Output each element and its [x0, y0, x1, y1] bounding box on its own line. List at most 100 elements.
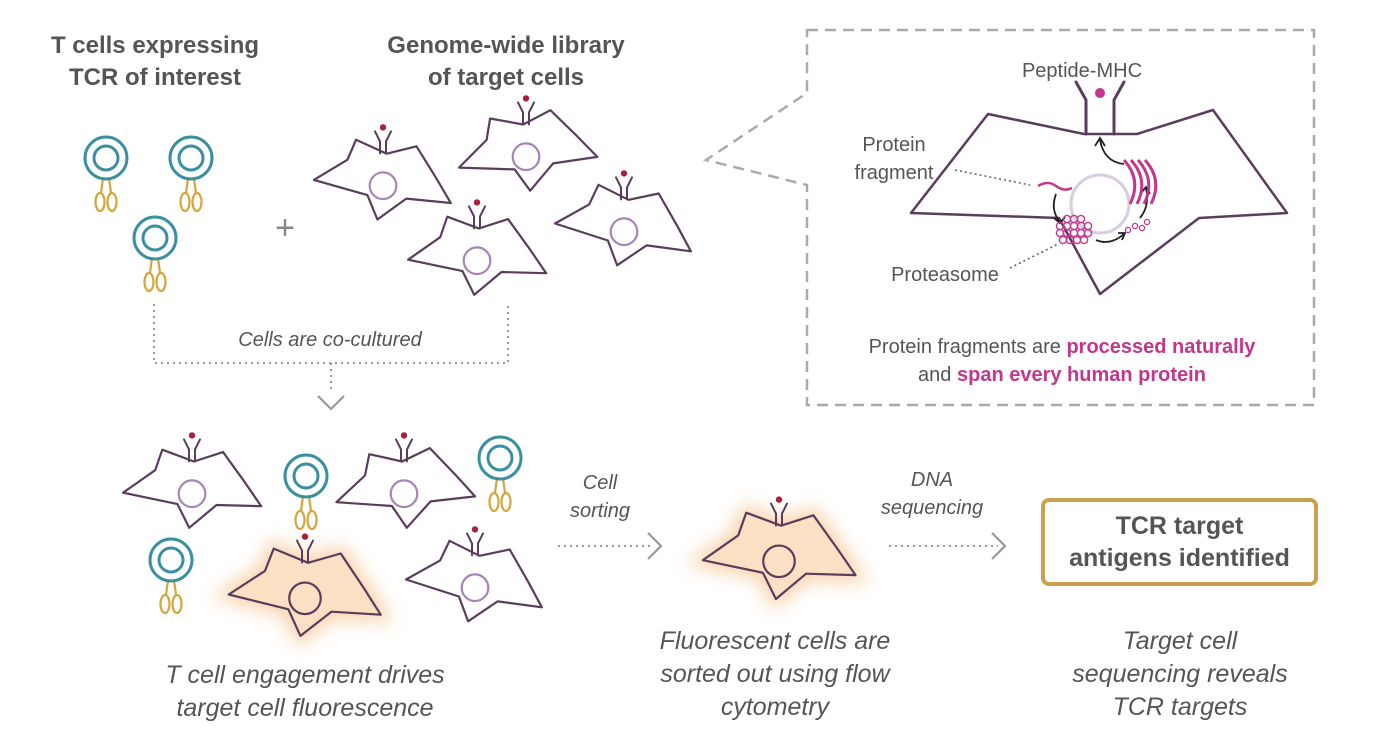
process-arrowhead [1118, 232, 1127, 241]
protein-fragment-line2: fragment [854, 162, 934, 184]
tcell [132, 215, 178, 293]
tcr-left [159, 593, 171, 615]
fluorescent-target-cell [211, 533, 394, 647]
peptide-dot [301, 533, 309, 540]
peptide-fragment [1138, 224, 1146, 232]
tcell-outer-ring [83, 135, 129, 181]
tcell [283, 453, 329, 531]
mhc-receptor [615, 176, 633, 201]
nucleus [368, 171, 398, 201]
sequencing-caption-line3: TCR targets [1112, 693, 1248, 721]
mhc-receptor [395, 438, 413, 463]
result-box-line1: TCR target [1115, 512, 1244, 540]
library-heading-line1: Genome-wide library [387, 32, 625, 59]
tcells-heading-line2: TCR of interest [68, 64, 241, 91]
sequencing-caption-line2: sequencing reveals [1072, 660, 1288, 688]
cell-sorting-arrowhead [647, 532, 663, 560]
cell-body [407, 215, 548, 296]
target-cell [312, 124, 452, 221]
inset-caption-line2: and span every human protein [812, 361, 1312, 389]
target-cell [122, 432, 263, 529]
tcr-right [191, 191, 203, 213]
result-box: TCR target antigens identified [1041, 498, 1318, 586]
proteasome-subunit [1058, 235, 1068, 245]
nucleus [462, 246, 492, 276]
peptide-dot [620, 170, 628, 177]
sorted-caption: Fluorescent cells are sorted out using f… [620, 625, 930, 724]
cell-body [335, 447, 477, 529]
cell-body [909, 108, 1289, 296]
tcell-inner-ring [177, 144, 205, 172]
mhc-receptor [517, 101, 535, 126]
tcell-inner-ring [486, 444, 514, 472]
tcells-heading-line1: T cells expressing [50, 32, 260, 59]
tcr-left [94, 191, 106, 213]
process-arrow [1052, 193, 1061, 223]
dna-sequencing-label: DNA sequencing [862, 466, 1002, 522]
inset-caption-line2-highlight: span every human protein [956, 364, 1206, 386]
mhc-receptor [183, 438, 201, 463]
target-cell [404, 526, 543, 623]
tcell-outer-ring [132, 215, 178, 261]
tcr-stem-right [172, 579, 178, 596]
tcell-outer-ring [283, 453, 329, 499]
proteasome-label: Proteasome [891, 264, 999, 286]
sorted-fluorescent-cell [685, 496, 870, 611]
proteasome-subunit [1076, 214, 1086, 224]
peptide-fragment [1131, 222, 1139, 230]
cell-body [227, 547, 382, 637]
er-membrane [1136, 158, 1151, 205]
nucleus [1069, 173, 1131, 235]
protein-fragment [1037, 181, 1073, 191]
nucleus [460, 573, 490, 603]
er-membrane [1129, 158, 1144, 205]
nucleus [177, 479, 207, 509]
tcell-inner-ring [92, 144, 120, 172]
mhc-receptor [1074, 80, 1126, 136]
tcr-stem-right [501, 477, 507, 494]
tcr-right [106, 191, 118, 213]
cell-body [122, 448, 263, 529]
inset-caption: Protein fragments are processed naturall… [812, 333, 1312, 389]
inset-cell [909, 80, 1289, 296]
tcr-stem-left [184, 177, 190, 194]
sequencing-caption-line1: Target cell [1122, 627, 1238, 655]
peptide-fragment [1124, 226, 1132, 234]
tcell [477, 435, 523, 513]
library-heading-line2: of target cells [427, 64, 585, 91]
er-membrane [1122, 158, 1137, 205]
tcr-stem-left [99, 177, 105, 194]
inset-caption-line1-highlight: processed naturally [1066, 336, 1256, 358]
inset-caption-line1-plain: Protein fragments are [868, 336, 1067, 358]
cell-sorting-label: Cell sorting [548, 469, 652, 525]
proteasome-subunit [1079, 235, 1089, 245]
dna-sequencing-arrowhead [991, 532, 1007, 560]
sorted-caption-line1: Fluorescent cells are [659, 627, 891, 655]
peptide-dot [473, 199, 481, 206]
tcr-left [294, 509, 306, 531]
peptide-dot [471, 526, 479, 533]
tcr-stem-right [107, 177, 113, 194]
tcr-stem-left [493, 477, 499, 494]
tcell-inner-ring [157, 546, 185, 574]
peptide-fragment [1143, 218, 1151, 226]
result-box-line2: antigens identified [1069, 544, 1290, 572]
target-cell [553, 170, 692, 267]
protein-fragment-line1: Protein [862, 134, 926, 156]
tcr-right [500, 491, 512, 513]
tcr-left [143, 271, 155, 293]
tcr-left [179, 191, 191, 213]
dna-sequencing-line2: sequencing [880, 497, 984, 519]
cell-sorting-line1: Cell [582, 472, 618, 494]
tcell-outer-ring [168, 135, 214, 181]
tcell-inner-ring [292, 462, 320, 490]
mhc-receptor [468, 205, 486, 230]
mhc-receptor [770, 502, 788, 527]
nucleus [609, 217, 639, 247]
mhc-receptor [374, 130, 392, 155]
cell-sorting-line2: sorting [569, 500, 631, 522]
protein-fragment-label: Protein fragment [832, 131, 956, 187]
tcell [168, 135, 214, 213]
